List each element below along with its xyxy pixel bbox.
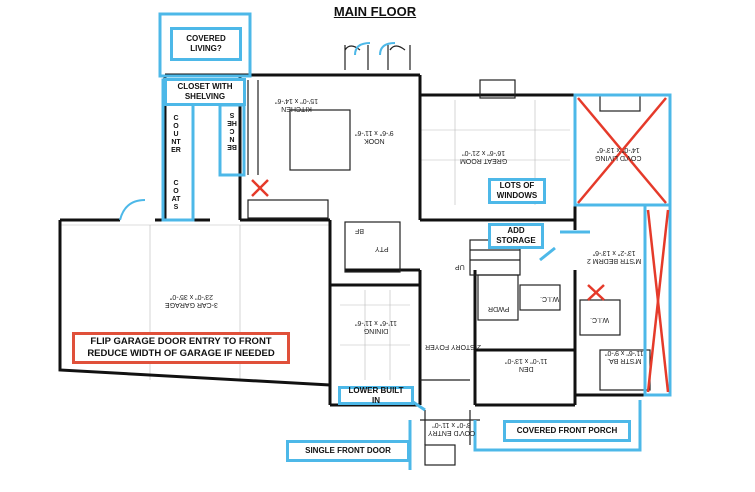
callout-lots-of-windows: LOTS OF WINDOWS	[488, 178, 546, 204]
room-label-wic-2: W.I.C.	[590, 316, 610, 323]
page-title: MAIN FLOOR	[333, 4, 417, 19]
room-label-bf: BF	[355, 227, 364, 234]
callout-single-front-door: SINGLE FRONT DOOR	[286, 440, 410, 462]
vertical-label-counter: COUNTER	[171, 115, 181, 154]
room-label-pty: PTY	[375, 245, 389, 252]
callout-lower-built-in: LOWER BUILT IN	[338, 386, 414, 405]
vertical-label-benches: BENCHES	[227, 111, 237, 150]
door-swings	[119, 42, 396, 221]
room-label-foyer: 2-STORY FOYER	[425, 343, 482, 350]
removal-crosses	[251, 97, 670, 393]
room-label-pwdr: PWDR	[488, 305, 510, 312]
callout-add-storage: ADD STORAGE	[488, 223, 544, 249]
vertical-label-coats: COATS	[171, 180, 181, 211]
callout-covered-front-porch: COVERED FRONT PORCH	[503, 420, 631, 442]
room-label-up: UP	[455, 263, 465, 270]
room-label-wic: W.I.C.	[540, 295, 560, 302]
room-label-bath: M'STR BA.11'-6" x 9'-0"	[605, 349, 644, 364]
callout-closet-shelving: CLOSET WITH SHELVING	[164, 78, 246, 106]
blue-outlines	[158, 12, 672, 470]
callout-flip-garage: FLIP GARAGE DOOR ENTRY TO FRONT REDUCE W…	[72, 332, 290, 364]
callout-covered-living: COVERED LIVING?	[170, 27, 242, 61]
